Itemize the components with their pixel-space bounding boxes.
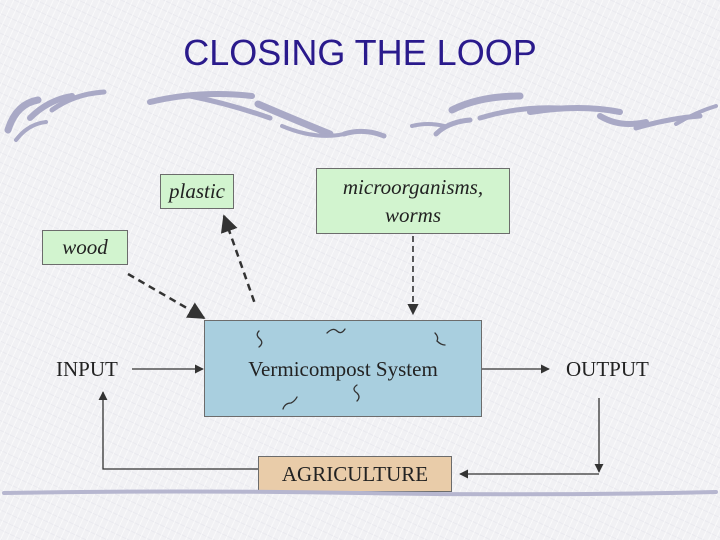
output-label: OUTPUT [566, 357, 649, 381]
plastic-arrow [220, 214, 257, 305]
agriculture-to-input-arrow [98, 391, 258, 470]
vermicompost-system-label: Vermicompost System [248, 357, 438, 381]
microorganisms-box: microorganisms, worms [316, 168, 510, 234]
wood-label: wood [62, 235, 108, 259]
agriculture-box: AGRICULTURE [258, 456, 452, 492]
input-label: INPUT [56, 357, 118, 381]
plastic-label: plastic [169, 179, 225, 203]
decorative-brush-banner [4, 89, 718, 142]
agriculture-label: AGRICULTURE [281, 462, 429, 486]
worm-icons [256, 328, 446, 410]
slide-title: CLOSING THE LOOP [183, 32, 537, 73]
microorganisms-label: microorganisms, [342, 175, 484, 199]
wood-box: wood [42, 230, 128, 265]
vermicompost-system-box: Vermicompost System [204, 320, 482, 417]
decorative-bottom-stroke [2, 489, 718, 497]
wood-arrow [127, 272, 206, 320]
worms-label: worms [384, 203, 442, 227]
plastic-box: plastic [160, 174, 234, 209]
